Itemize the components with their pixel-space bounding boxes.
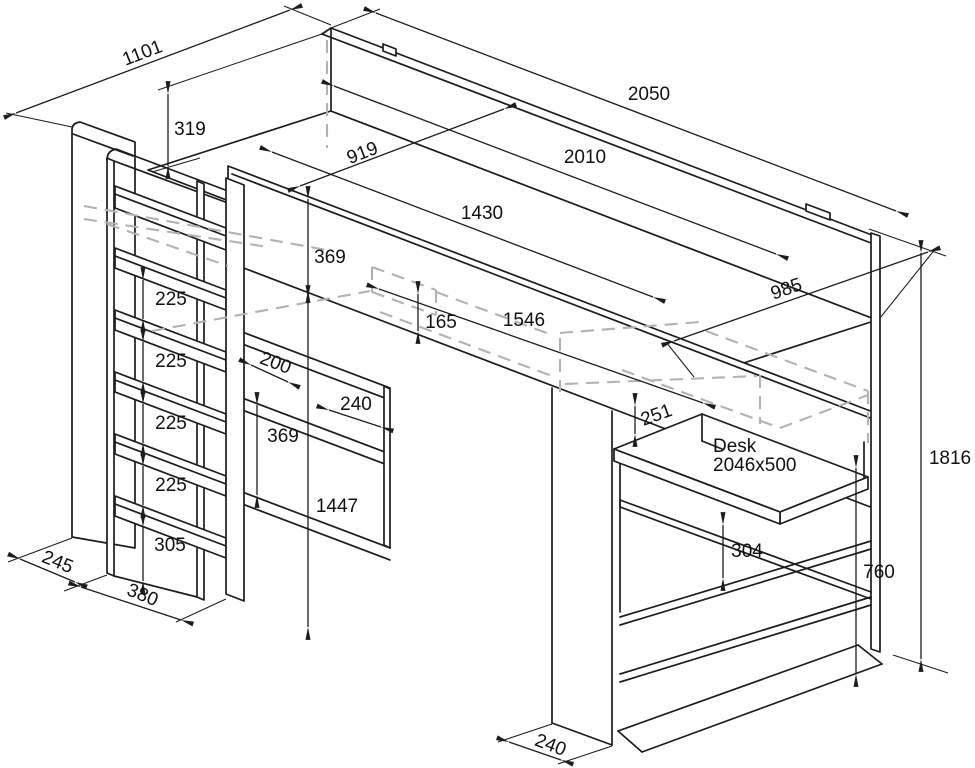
dim-label-240-shelf: 240 [340, 394, 372, 415]
dim-label-240-base: 240 [532, 730, 569, 761]
dim-label-200: 200 [257, 348, 294, 379]
dim-label-225-1: 225 [155, 289, 187, 310]
dimension-lines [3, 3, 942, 767]
dim-label-225-3: 225 [155, 413, 187, 434]
right-panel [870, 232, 881, 653]
dim-label-245: 245 [39, 547, 76, 578]
dim-label-2010: 2010 [564, 147, 606, 168]
dim-label-380: 380 [124, 580, 161, 611]
dim-label-369-rail: 369 [314, 247, 346, 268]
dim-label-305: 305 [154, 535, 186, 556]
desk-label-title: Desk [713, 436, 757, 457]
dim-label-225-2: 225 [155, 351, 187, 372]
stair-front-stringer [106, 157, 115, 577]
dim-label-319: 319 [174, 119, 206, 140]
dim-label-369-shelf: 369 [267, 426, 299, 447]
dim-label-760: 760 [863, 562, 895, 583]
desk-label-size: 2046x500 [713, 455, 796, 476]
dim-label-304: 304 [731, 541, 763, 562]
bed-left-leg [225, 177, 245, 602]
dim-label-225-4: 225 [155, 475, 187, 496]
dim-label-1816: 1816 [929, 448, 971, 469]
dim-label-1546: 1546 [503, 310, 545, 331]
headboard-panel [71, 121, 136, 549]
dim-label-2050: 2050 [628, 84, 670, 105]
stairs [71, 121, 245, 602]
dim-label-1447: 1447 [316, 496, 358, 517]
dim-label-1430: 1430 [461, 203, 503, 224]
dim-label-165: 165 [425, 312, 457, 333]
